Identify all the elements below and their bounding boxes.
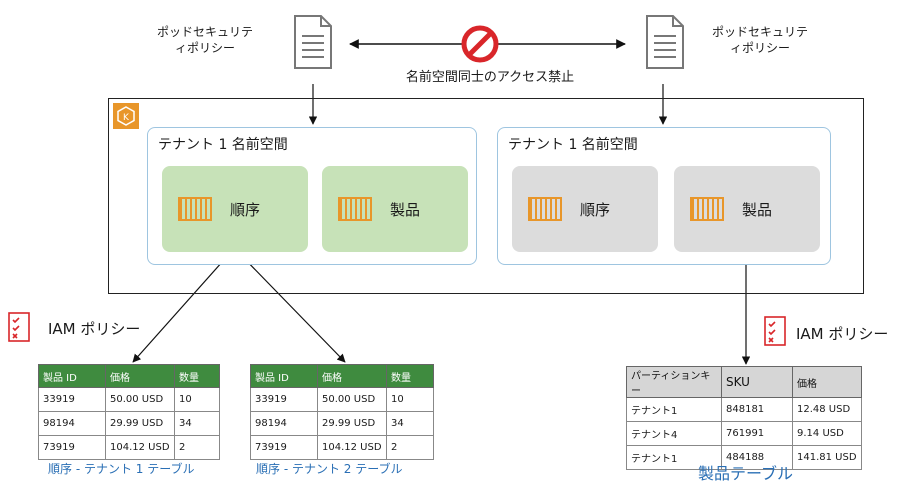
order-table2-arrow xyxy=(237,251,346,363)
table-row: 98194 29.99 USD 34 xyxy=(38,411,220,436)
svg-text:K: K xyxy=(123,113,130,123)
table-cell: 2 xyxy=(386,435,434,460)
table-cell: 9.14 USD xyxy=(792,421,862,446)
column-header: 数量 xyxy=(174,364,220,388)
table-cell: 98194 xyxy=(250,411,318,436)
table-cell: テナント4 xyxy=(626,421,722,446)
table-cell: 34 xyxy=(386,411,434,436)
table-row: 33919 50.00 USD 10 xyxy=(38,387,220,412)
column-header: 数量 xyxy=(386,364,434,388)
table2-caption: 順序 - テナント 2 テーブル xyxy=(256,462,403,476)
namespace-tenant1-right: テナント 1 名前空間 順序 製品 xyxy=(497,127,831,265)
eks-icon: K xyxy=(113,103,139,129)
product-service-box: 製品 xyxy=(322,166,468,252)
policy-left-line2: ィポリシー xyxy=(174,41,235,55)
table3-caption: 製品テーブル xyxy=(698,464,794,483)
product-service-box: 製品 xyxy=(674,166,820,252)
namespace-title: テナント 1 名前空間 xyxy=(158,137,288,153)
order-service-box: 順序 xyxy=(162,166,308,252)
table-header-row: パーティションキー SKU 価格 xyxy=(626,366,862,398)
column-header: 価格 xyxy=(317,364,387,388)
table-cell: 29.99 USD xyxy=(105,411,175,436)
table-row: テナント1 484188 141.81 USD xyxy=(626,445,862,470)
table-row: 73919 104.12 USD 2 xyxy=(250,435,434,460)
checklist-icon xyxy=(764,316,786,346)
table-cell: 10 xyxy=(386,387,434,412)
order-service-box: 順序 xyxy=(512,166,658,252)
namespace-title: テナント 1 名前空間 xyxy=(508,137,638,153)
service-name: 製品 xyxy=(390,200,421,219)
column-header: 製品 ID xyxy=(38,364,106,388)
iam-policy-right-label: IAM ポリシー xyxy=(796,325,889,343)
table-cell: 104.12 USD xyxy=(317,435,387,460)
namespace-tenant1-left: テナント 1 名前空間 順序 製品 xyxy=(147,127,477,265)
table-cell: 98194 xyxy=(38,411,106,436)
order-tenant2-table: 製品 ID 価格 数量 33919 50.00 USD 10 98194 29.… xyxy=(250,364,434,460)
container-icon xyxy=(690,197,724,221)
table-cell: テナント1 xyxy=(626,397,722,422)
container-icon xyxy=(528,197,562,221)
table-cell: 34 xyxy=(174,411,220,436)
table-header-row: 製品 ID 価格 数量 xyxy=(250,364,434,388)
document-icon xyxy=(294,15,332,69)
table-cell: 50.00 USD xyxy=(317,387,387,412)
table-cell: 2 xyxy=(174,435,220,460)
table-cell: 73919 xyxy=(250,435,318,460)
policy-left-line1: ポッドセキュリテ xyxy=(156,25,253,39)
order-table1-arrow xyxy=(132,251,232,363)
table-row: テナント4 761991 9.14 USD xyxy=(626,421,862,446)
table-cell: 761991 xyxy=(721,421,793,446)
policy-right-line1: ポッドセキュリテ xyxy=(711,25,808,39)
table-cell: 104.12 USD xyxy=(105,435,175,460)
table-cell: 10 xyxy=(174,387,220,412)
policy-right-label: ポッドセキュリテ ィポリシー xyxy=(690,24,830,56)
checklist-icon xyxy=(8,312,30,342)
service-name: 順序 xyxy=(230,200,261,219)
table-cell: 141.81 USD xyxy=(792,445,862,470)
cross-namespace-label: 名前空間同士のアクセス禁止 xyxy=(405,70,575,85)
table-row: 73919 104.12 USD 2 xyxy=(38,435,220,460)
table-cell: 29.99 USD xyxy=(317,411,387,436)
column-header: SKU xyxy=(721,366,793,398)
order-tenant1-table: 製品 ID 価格 数量 33919 50.00 USD 10 98194 29.… xyxy=(38,364,220,460)
document-icon xyxy=(646,15,684,69)
table-row: テナント1 848181 12.48 USD xyxy=(626,397,862,422)
table-cell: 33919 xyxy=(38,387,106,412)
column-header: 価格 xyxy=(792,366,862,398)
column-header: パーティションキー xyxy=(626,366,722,398)
table1-caption: 順序 - テナント 1 テーブル xyxy=(48,462,195,476)
table-cell: 12.48 USD xyxy=(792,397,862,422)
table-row: 33919 50.00 USD 10 xyxy=(250,387,434,412)
iam-policy-left-label: IAM ポリシー xyxy=(48,320,141,338)
product-table: パーティションキー SKU 価格 テナント1 848181 12.48 USD … xyxy=(626,366,862,470)
column-header: 製品 ID xyxy=(250,364,318,388)
no-entry-icon xyxy=(461,25,499,63)
table-cell: 33919 xyxy=(250,387,318,412)
container-icon xyxy=(178,197,212,221)
eks-cluster: K テナント 1 名前空間 順序 製品 テナント 1 名前空間 順序 製品 xyxy=(108,98,864,294)
table-header-row: 製品 ID 価格 数量 xyxy=(38,364,220,388)
table-cell: 50.00 USD xyxy=(105,387,175,412)
table-cell: 73919 xyxy=(38,435,106,460)
column-header: 価格 xyxy=(105,364,175,388)
service-name: 順序 xyxy=(580,200,611,219)
policy-left-label: ポッドセキュリテ ィポリシー xyxy=(135,24,275,56)
table-row: 98194 29.99 USD 34 xyxy=(250,411,434,436)
table-cell: 848181 xyxy=(721,397,793,422)
service-name: 製品 xyxy=(742,200,773,219)
policy-right-line2: ィポリシー xyxy=(729,41,790,55)
container-icon xyxy=(338,197,372,221)
